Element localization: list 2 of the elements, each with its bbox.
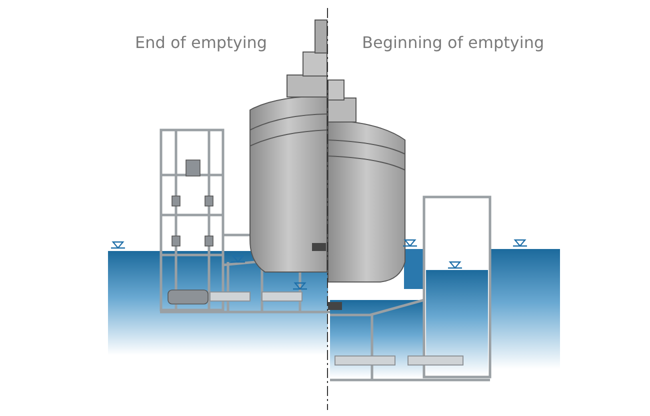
section-heading: End of emptying	[135, 33, 268, 52]
section-heading: Beginning of emptying	[362, 33, 544, 52]
